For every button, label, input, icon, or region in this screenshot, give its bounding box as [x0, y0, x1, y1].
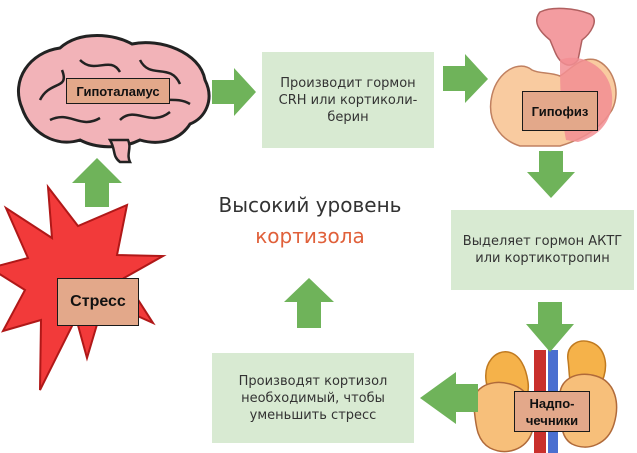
crh-box: Производит гормон CRH или кортиколи- бер… [262, 52, 434, 148]
adrenals-label: Надпо- чечники [514, 391, 590, 432]
arrow-brain-to-crh [212, 68, 256, 116]
arrow-cortisol-up [284, 278, 334, 328]
arrow-adrenals-to-cortisol [420, 372, 478, 424]
arrow-stress-to-brain [72, 158, 122, 207]
center-title-line2: кортизола [255, 224, 365, 248]
cortisol-box: Производят кортизол необходимый, чтобы у… [212, 353, 414, 443]
hypothalamus-label: Гипоталамус [66, 78, 170, 104]
stress-label: Стресс [57, 278, 139, 326]
pituitary-label: Гипофиз [522, 91, 598, 131]
arrow-pituitary-to-acth [527, 151, 575, 198]
arrow-crh-to-pituitary [443, 54, 488, 103]
center-title-line1: Высокий уровень [218, 193, 402, 217]
acth-box: Выделяет гормон АКТГ или кортикотропин [451, 210, 634, 290]
arrow-acth-to-adrenals [526, 302, 574, 352]
